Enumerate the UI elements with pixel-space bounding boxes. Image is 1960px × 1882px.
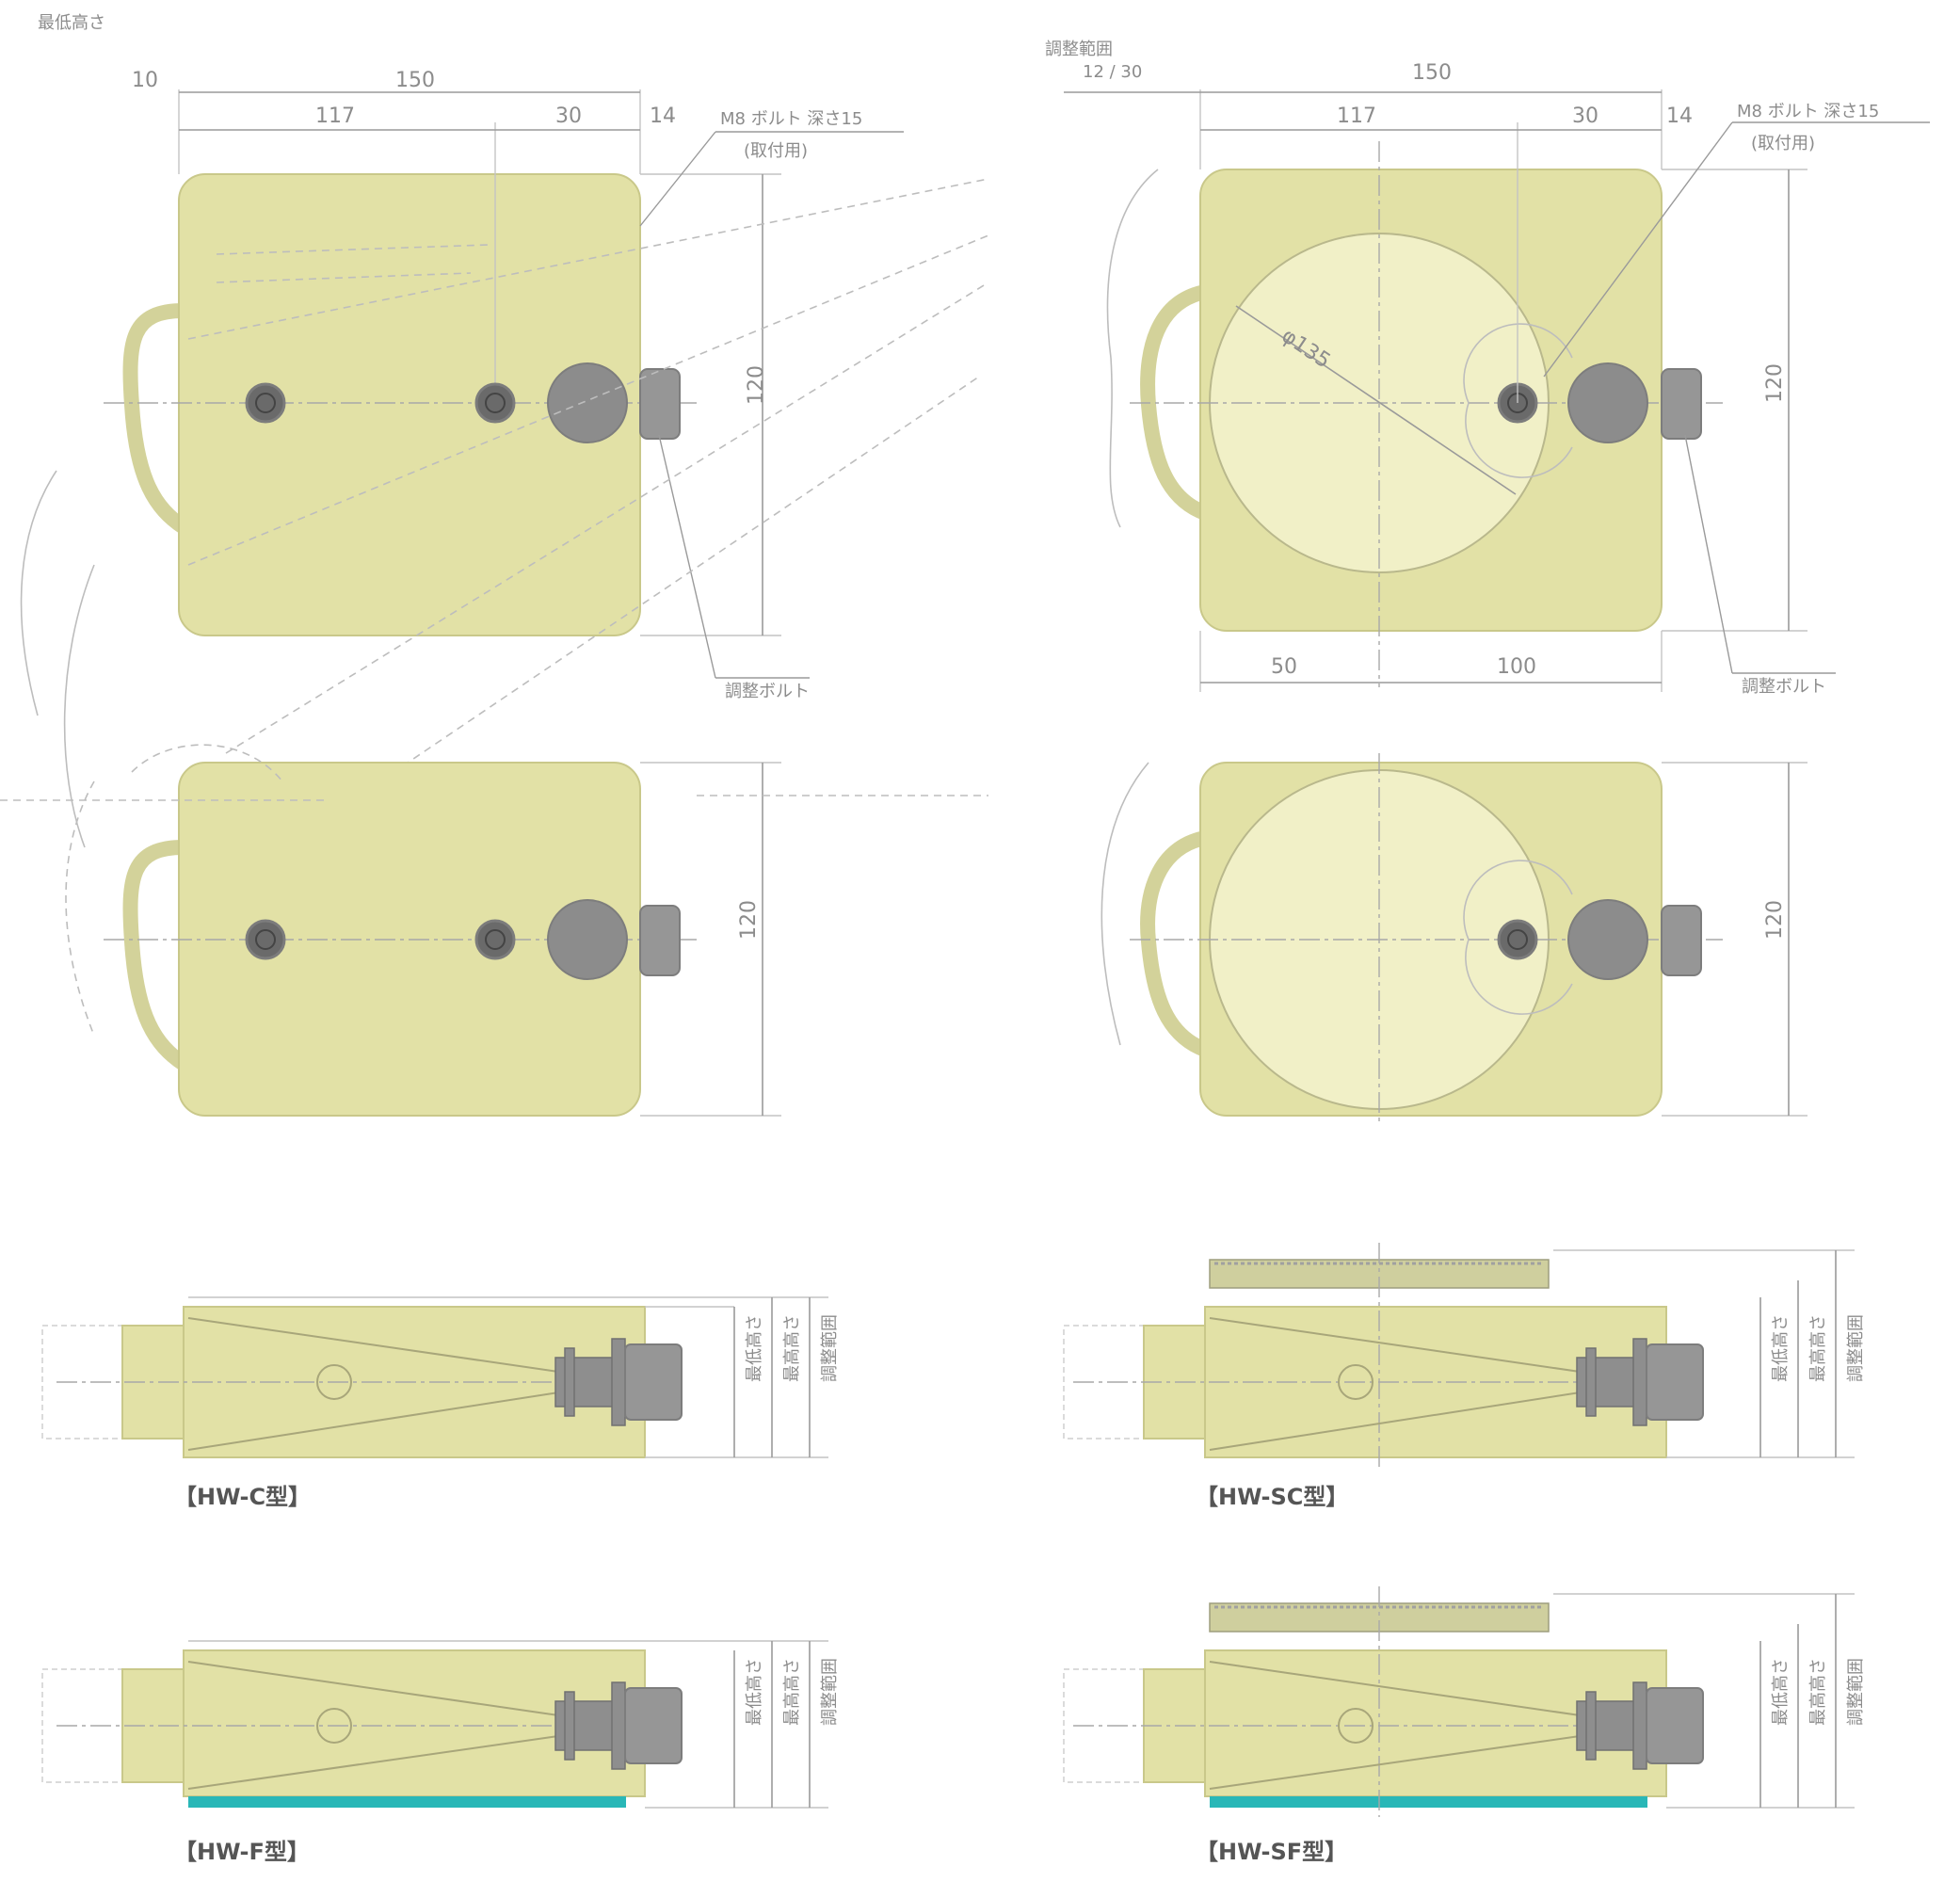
callout-knob: 調整ボルト [725, 682, 810, 701]
dim-100: 100 [1497, 655, 1536, 679]
dim-14: 14 [1666, 105, 1693, 128]
dim-height: 120 [745, 365, 768, 405]
rubber-pad [188, 1796, 626, 1808]
side-view-hw-sf: 最低高さ 最高高さ 調整範囲 【HW-SF型】 [1063, 1586, 1866, 1865]
callout-bolt: M8 ボルト 深さ15 [1737, 102, 1879, 121]
note-adjust-range: 調整範囲 [1045, 40, 1113, 59]
plan-view-top-left: 150 117 30 14 最低高さ 10 120 M8 ボルト 深さ15 (取… [20, 13, 989, 848]
side-view-hw-sc: 最低高さ 最高高さ 調整範囲 【HW-SC型】 [1063, 1243, 1866, 1510]
dim-height: 120 [737, 900, 761, 940]
dim-height: 120 [1763, 900, 1787, 940]
dim-min: 最低高さ [1771, 1314, 1791, 1382]
adjust-knob-cap [1661, 368, 1702, 440]
dim-min: 最低高さ [745, 1658, 764, 1726]
caption-hw-f: 【HW-F型】 [174, 1839, 310, 1865]
dim-117: 117 [1337, 105, 1376, 128]
dim-max: 最高高さ [782, 1658, 802, 1726]
dim-117: 117 [315, 105, 355, 128]
adjust-knob [1567, 362, 1648, 443]
rubber-pad [1210, 1796, 1647, 1808]
dim-max: 最高高さ [1808, 1314, 1828, 1382]
adjust-knob [547, 362, 628, 443]
dim-50: 50 [1271, 655, 1297, 679]
dim-width: 150 [395, 69, 435, 92]
callout-knob: 調整ボルト [1742, 677, 1826, 697]
callout-thread: (取付用) [744, 141, 808, 161]
mount-hole-right [474, 382, 516, 424]
side-view-hw-f: 最低高さ 最高高さ 調整範囲 【HW-F型】 [41, 1640, 840, 1865]
dim-12-30: 12 / 30 [1083, 62, 1142, 82]
dim-max: 最高高さ [782, 1314, 802, 1382]
callout-bolt: M8 ボルト 深さ15 [720, 109, 862, 129]
adjust-knob-cap [639, 368, 681, 440]
dim-14: 14 [650, 105, 676, 128]
dim-min: 最低高さ [1771, 1658, 1791, 1726]
mount-hole-left [245, 382, 286, 424]
dim-min: 最低高さ [745, 1314, 764, 1382]
dim-30: 30 [1572, 105, 1599, 128]
dim-10: 10 [132, 69, 158, 92]
dim-30: 30 [555, 105, 582, 128]
dim-range: 調整範囲 [1846, 1314, 1866, 1382]
callout-thread: (取付用) [1751, 134, 1815, 153]
side-view-hw-c: 最低高さ 最高高さ 調整範囲 【HW-C型】 [41, 1296, 840, 1510]
note-min-height: 最低高さ [38, 13, 105, 33]
dim-range: 調整範囲 [820, 1658, 840, 1726]
caption-hw-sc: 【HW-SC型】 [1196, 1484, 1348, 1510]
plan-view-mid-right: 120 [1100, 753, 1807, 1125]
dim-width: 150 [1412, 61, 1452, 85]
plan-view-top-right: φ135 150 117 30 14 調整範囲 12 / 30 50 100 1… [1045, 40, 1930, 697]
caption-hw-sf: 【HW-SF型】 [1196, 1839, 1347, 1865]
dim-height: 120 [1763, 363, 1787, 403]
plan-view-mid-left: 120 [0, 744, 988, 1117]
dim-max: 最高高さ [1808, 1658, 1828, 1726]
caption-hw-c: 【HW-C型】 [174, 1484, 311, 1510]
dim-range: 調整範囲 [1846, 1658, 1866, 1726]
dim-range: 調整範囲 [820, 1314, 840, 1382]
carry-handle [122, 303, 188, 534]
